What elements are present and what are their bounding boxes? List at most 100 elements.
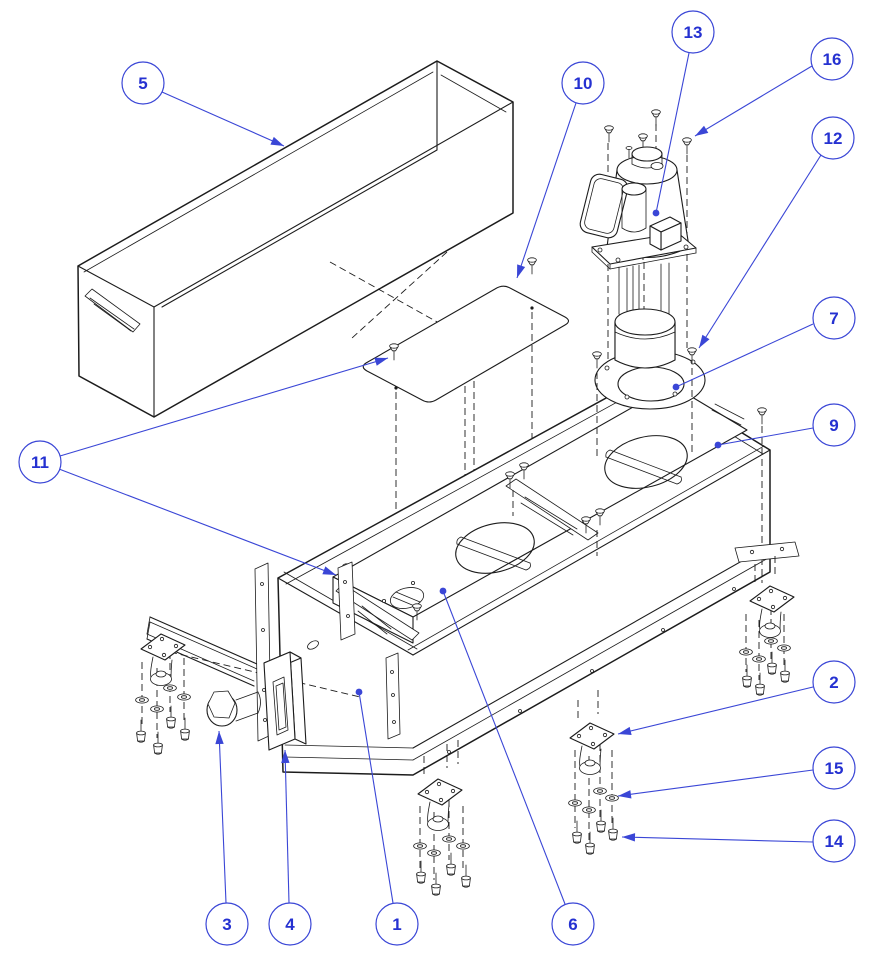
balloon-11: 11 [18, 357, 389, 576]
balloon-circle [121, 61, 165, 105]
balloon-circle [375, 902, 419, 946]
balloon-number: 2 [829, 673, 838, 692]
leader-arrowhead [374, 357, 388, 366]
balloon-13: 13 [652, 10, 715, 217]
adjust-knob [206, 690, 261, 727]
balloon-circle [671, 10, 715, 54]
balloon-4: 4 [268, 749, 312, 946]
balloon-number: 10 [574, 74, 593, 93]
leader-dot [439, 587, 447, 595]
caster-front-left [413, 740, 471, 896]
balloon-circle [812, 746, 856, 790]
balloon-15: 15 [617, 746, 856, 799]
balloon-circle [812, 819, 856, 863]
caster-front-middle [568, 690, 619, 855]
leader-line [698, 154, 822, 349]
balloon-7: 7 [672, 296, 856, 391]
leader-line [617, 686, 814, 735]
leader-arrowhead [622, 833, 636, 842]
pump-hole [455, 522, 535, 574]
leader-line [675, 323, 814, 388]
left-attachments [135, 562, 361, 755]
leader-line [442, 590, 566, 905]
leader-arrowhead [699, 334, 710, 348]
leader-line [717, 427, 814, 446]
leader-line [284, 749, 290, 904]
balloon-number: 6 [568, 915, 577, 934]
leader-line [59, 357, 389, 457]
balloon-circle [810, 37, 854, 81]
balloon-16: 16 [694, 37, 854, 137]
balloon-circle [268, 902, 312, 946]
balloon-circle [812, 660, 856, 704]
level-gauge [263, 651, 307, 751]
balloon-number: 1 [392, 915, 401, 934]
balloon-circle [812, 296, 856, 340]
balloon-number: 13 [684, 23, 703, 42]
balloon-10: 10 [516, 61, 605, 279]
caster-flange-tab [734, 541, 800, 563]
leader-arrowhead [517, 264, 526, 278]
balloon-number: 14 [825, 832, 844, 851]
pump-hole [604, 435, 688, 489]
balloon-3: 3 [205, 730, 249, 946]
leader-dot [355, 688, 363, 696]
balloon-number: 9 [829, 416, 838, 435]
balloon-5: 5 [121, 61, 285, 147]
pump-screw [604, 125, 614, 143]
balloon-number: 3 [222, 915, 231, 934]
leader-dot [714, 441, 722, 449]
balloon-6: 6 [439, 587, 595, 946]
leader-line [58, 468, 337, 576]
lid-handle [84, 288, 141, 333]
leader-line [516, 102, 577, 279]
pump-motor [579, 146, 697, 270]
balloon-circle [811, 116, 855, 160]
face-bar [337, 561, 356, 641]
leader-arrowhead [215, 731, 224, 745]
balloon-12: 12 [698, 116, 855, 349]
balloon-circle [561, 61, 605, 105]
leader-line [621, 836, 814, 843]
leader-dot [672, 383, 680, 391]
balloon-number: 15 [825, 759, 844, 778]
leader-line [694, 65, 813, 137]
leader-arrowhead [618, 726, 632, 736]
balloon-number: 11 [31, 453, 49, 472]
caster-left [135, 633, 191, 755]
pump-screw [682, 137, 692, 155]
leader-line [358, 691, 394, 904]
ring-screw [592, 351, 602, 369]
leader-arrowhead [281, 750, 290, 764]
balloon-number: 5 [138, 74, 147, 93]
leader-arrowhead [618, 790, 632, 799]
lid-box [77, 60, 514, 418]
leader-arrowhead [270, 136, 284, 146]
deck-rail [505, 478, 599, 541]
leader-arrowhead [322, 566, 336, 575]
balloon-number: 16 [823, 50, 842, 69]
leader-line [617, 769, 814, 797]
pump-screw [651, 109, 661, 127]
balloon-circle [205, 902, 249, 946]
leader-line [161, 91, 285, 147]
cover-screw [527, 257, 537, 275]
balloon-circle [18, 440, 62, 484]
balloon-circle [551, 902, 595, 946]
coolant-pump [579, 109, 706, 460]
balloon-9: 9 [714, 403, 856, 449]
balloon-number: 12 [824, 129, 843, 148]
balloon-2: 2 [617, 660, 856, 736]
balloon-circle [812, 403, 856, 447]
balloon-number: 4 [285, 915, 295, 934]
tank-body [270, 374, 800, 776]
balloon-number: 7 [829, 309, 838, 328]
leader-line [655, 52, 690, 214]
leader-line [218, 730, 227, 904]
pump-housing [614, 308, 676, 369]
caster-right [739, 556, 795, 696]
balloon-14: 14 [621, 819, 856, 863]
